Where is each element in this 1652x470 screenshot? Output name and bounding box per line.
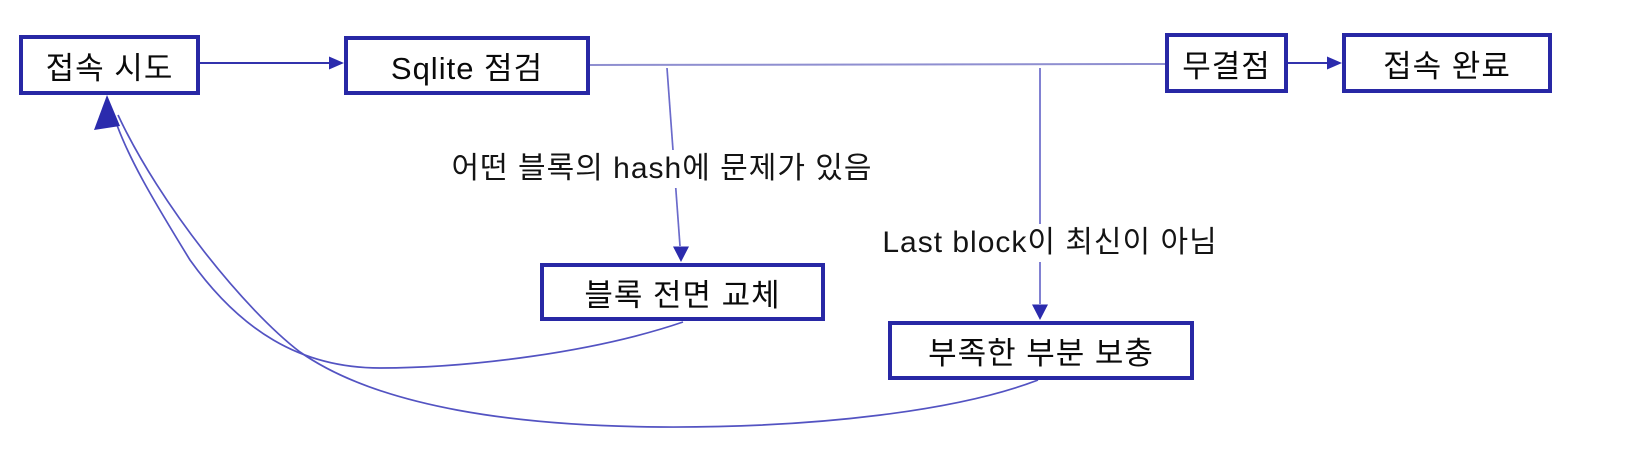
edge-sqlite-to-nodefect: [589, 63, 1166, 66]
arrowhead-right-sqlite-icon: [329, 56, 344, 70]
node-sqlite-check: Sqlite 점검: [344, 36, 590, 95]
node-replace-blocks: 블록 전면 교체: [540, 263, 825, 321]
arrowhead-up-attempt-icon: [94, 95, 120, 130]
edge-fillmissing-to-attempt: [117, 114, 1039, 428]
arrowhead-down-replace-icon: [673, 246, 689, 262]
node-connection-attempt: 접속 시도: [19, 35, 200, 95]
node-connection-complete: 접속 완료: [1342, 33, 1552, 93]
node-label: 블록 전면 교체: [584, 277, 781, 313]
node-label: 접속 완료: [1383, 48, 1511, 84]
arrowhead-right-complete-icon: [1327, 56, 1342, 70]
edge-replace-to-attempt: [111, 109, 684, 369]
node-fill-missing: 부족한 부분 보충: [888, 321, 1194, 380]
edge-label-not-latest: Last block이 최신이 아님: [876, 224, 1224, 262]
node-label: 부족한 부분 보충: [928, 336, 1154, 371]
node-label: 무결점: [1182, 48, 1271, 84]
edge-label-hash-problem: 어떤 블록의 hash에 문제가 있음: [445, 150, 879, 188]
node-no-defect: 무결점: [1165, 33, 1288, 93]
node-label: Sqlite 점검: [390, 51, 544, 86]
node-label: 접속 시도: [45, 50, 174, 86]
arrowhead-down-fillmissing-icon: [1032, 304, 1048, 320]
